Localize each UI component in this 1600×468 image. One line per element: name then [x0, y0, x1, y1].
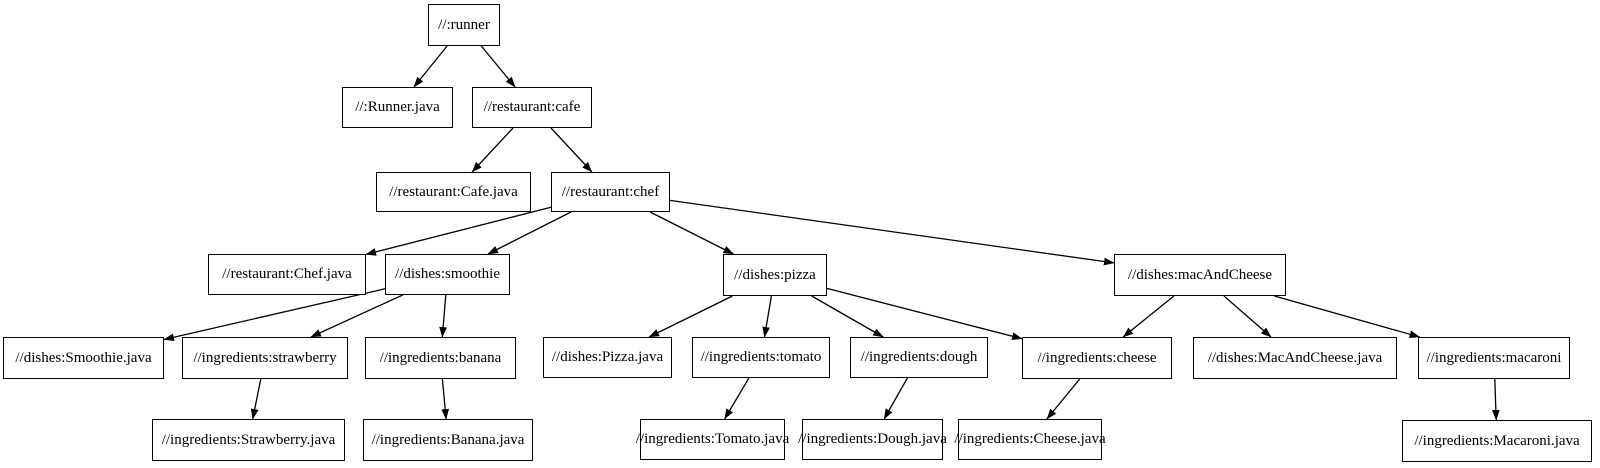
graph-edge-pizza-to-dough — [811, 295, 884, 338]
graph-node-cafe: //restaurant:cafe — [472, 87, 592, 128]
graph-node-chef-java: //restaurant:Chef.java — [208, 254, 366, 295]
graph-node-pizza: //dishes:pizza — [723, 254, 827, 296]
graph-node-macaroni: //ingredients:macaroni — [1418, 337, 1570, 379]
graph-edge-smoothie-to-smoothie-java — [163, 288, 386, 342]
graph-node-mac-and-cheese-java: //dishes:MacAndCheese.java — [1193, 337, 1397, 379]
graph-node-dough-java: //ingredients:Dough.java — [798, 419, 947, 460]
graph-edge-pizza-to-tomato — [762, 295, 773, 338]
graph-node-runner: //:runner — [428, 4, 500, 46]
graph-edge-runner-to-cafe — [480, 45, 516, 88]
graph-node-cheese: //ingredients:cheese — [1022, 337, 1172, 379]
graph-edge-mac-and-cheese-to-macaroni — [1274, 295, 1421, 339]
graph-edge-chef-to-mac-and-cheese — [669, 199, 1115, 266]
graph-node-dough: //ingredients:dough — [850, 337, 988, 378]
graph-edge-cafe-to-chef — [550, 127, 593, 173]
graph-node-tomato-java: //ingredients:Tomato.java — [636, 419, 789, 460]
graph-edge-cafe-to-cafe-java — [471, 127, 514, 173]
graph-node-cafe-java: //restaurant:Cafe.java — [376, 172, 531, 212]
graph-edge-chef-to-chef-java — [365, 206, 552, 256]
graph-node-smoothie: //dishes:smoothie — [385, 254, 510, 295]
graph-edge-banana-to-banana-java — [441, 378, 450, 420]
graph-edge-pizza-to-cheese — [826, 287, 1023, 340]
graph-node-mac-and-cheese: //dishes:macAndCheese — [1114, 254, 1286, 296]
graph-node-tomato: //ingredients:tomato — [692, 337, 830, 378]
graph-node-strawberry: //ingredients:strawberry — [182, 337, 348, 379]
graph-node-banana-java: //ingredients:Banana.java — [363, 419, 533, 461]
graph-node-banana: //ingredients:banana — [365, 337, 516, 379]
graph-edge-chef-to-pizza — [649, 211, 734, 255]
graph-edge-mac-and-cheese-to-cheese — [1122, 295, 1175, 338]
graph-edge-strawberry-to-strawberry-java — [250, 378, 262, 420]
graph-edge-dough-to-dough-java — [883, 377, 908, 420]
graph-edge-chef-to-smoothie — [487, 211, 572, 255]
graph-node-chef: //restaurant:chef — [551, 172, 670, 212]
graph-node-cheese-java: //ingredients:Cheese.java — [954, 419, 1106, 460]
graph-node-runner-java: //:Runner.java — [342, 87, 453, 128]
graph-node-pizza-java: //dishes:Pizza.java — [543, 337, 672, 378]
graph-edge-runner-to-runner-java — [413, 45, 448, 88]
graph-node-macaroni-java: //ingredients:Macaroni.java — [1402, 420, 1592, 462]
graph-edge-smoothie-to-banana — [439, 294, 448, 338]
graph-edge-pizza-to-pizza-java — [648, 295, 733, 338]
graph-edge-smoothie-to-strawberry — [310, 294, 403, 338]
graph-node-smoothie-java: //dishes:Smoothie.java — [3, 337, 164, 379]
graph-edge-tomato-to-tomato-java — [724, 377, 750, 420]
graph-edge-macaroni-to-macaroni-java — [1491, 378, 1500, 421]
graph-edge-cheese-to-cheese-java — [1046, 378, 1081, 420]
graph-node-strawberry-java: //ingredients:Strawberry.java — [152, 419, 345, 461]
graph-edge-mac-and-cheese-to-mac-and-cheese-java — [1223, 295, 1272, 338]
